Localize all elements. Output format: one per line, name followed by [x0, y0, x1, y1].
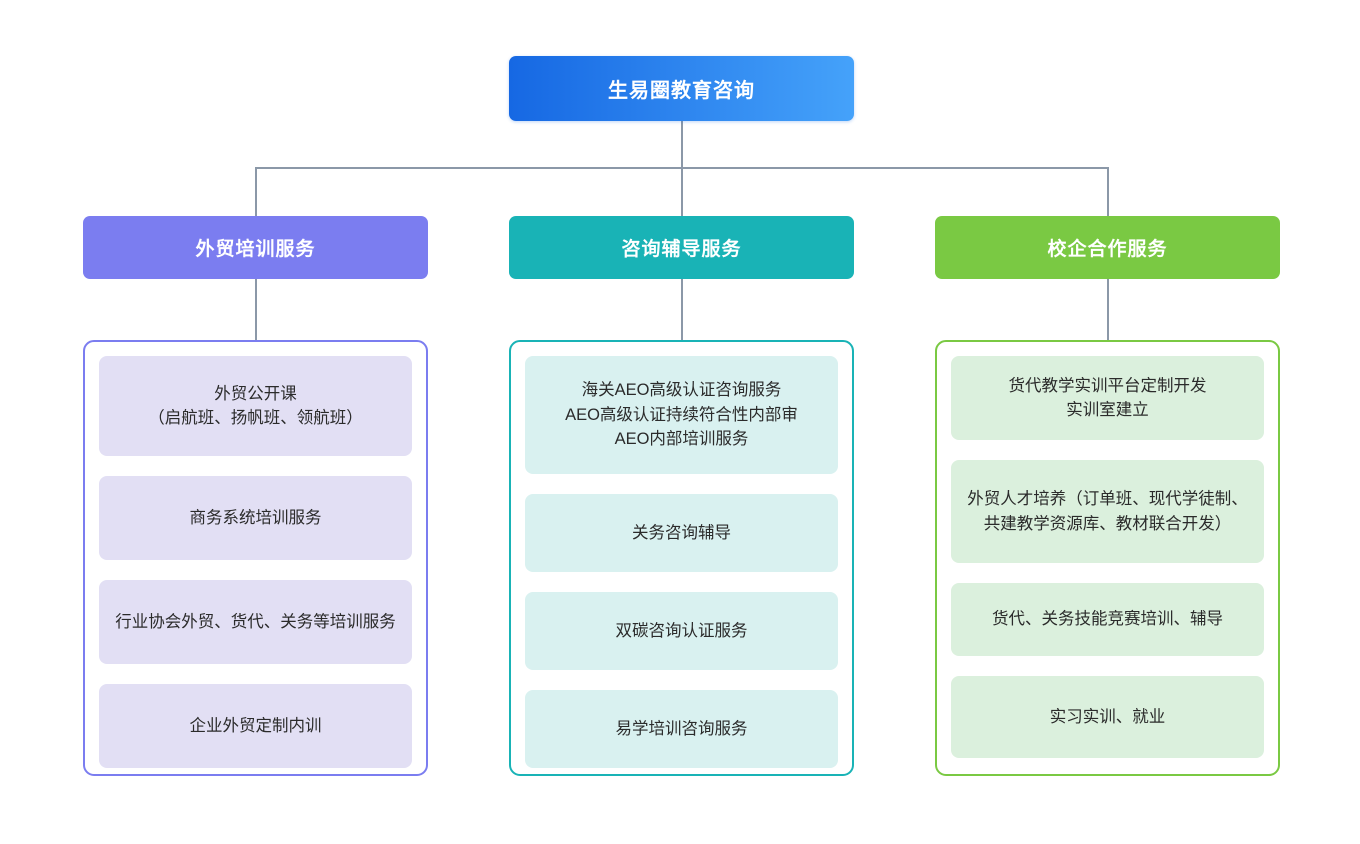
- branch-header-1-label: 外贸培训服务: [195, 239, 316, 260]
- branch-body-3: 货代教学实训平台定制开发 实训室建立 外贸人才培养（订单班、现代学徒制、共建教学…: [935, 340, 1280, 776]
- connector-branch-1-to-body: [255, 279, 257, 341]
- branch-column-2: 咨询辅导服务 海关AEO高级认证咨询服务 AEO高级认证持续符合性内部审 AEO…: [509, 216, 854, 776]
- branch-header-1[interactable]: 外贸培训服务: [83, 216, 428, 279]
- branch-column-3: 校企合作服务 货代教学实训平台定制开发 实训室建立 外贸人才培养（订单班、现代学…: [935, 216, 1280, 776]
- root-node-label: 生易圈教育咨询: [608, 80, 755, 102]
- branch-2-item-0[interactable]: 海关AEO高级认证咨询服务 AEO高级认证持续符合性内部审 AEO内部培训服务: [525, 356, 838, 474]
- branch-2-item-2[interactable]: 双碳咨询认证服务: [525, 592, 838, 670]
- branch-2-item-1[interactable]: 关务咨询辅导: [525, 494, 838, 572]
- branch-header-2-label: 咨询辅导服务: [621, 239, 742, 260]
- branch-body-1: 外贸公开课 （启航班、扬帆班、领航班） 商务系统培训服务 行业协会外贸、货代、关…: [83, 340, 428, 776]
- branch-column-1: 外贸培训服务 外贸公开课 （启航班、扬帆班、领航班） 商务系统培训服务 行业协会…: [83, 216, 428, 776]
- connector-branch-3-to-body: [1107, 279, 1109, 341]
- branch-1-item-0[interactable]: 外贸公开课 （启航班、扬帆班、领航班）: [99, 356, 412, 456]
- branch-1-item-2[interactable]: 行业协会外贸、货代、关务等培训服务: [99, 580, 412, 664]
- branch-header-2[interactable]: 咨询辅导服务: [509, 216, 854, 279]
- connector-drop-branch-3: [1107, 167, 1109, 217]
- connector-drop-branch-2: [681, 167, 683, 217]
- branch-3-item-0[interactable]: 货代教学实训平台定制开发 实训室建立: [951, 356, 1264, 440]
- connector-branch-2-to-body: [681, 279, 683, 341]
- branch-3-item-2[interactable]: 货代、关务技能竞赛培训、辅导: [951, 583, 1264, 656]
- root-node[interactable]: 生易圈教育咨询: [509, 56, 854, 121]
- branch-2-item-3[interactable]: 易学培训咨询服务: [525, 690, 838, 768]
- connector-root-stem: [681, 121, 683, 169]
- branch-header-3-label: 校企合作服务: [1047, 239, 1168, 260]
- connector-horizontal-bus: [256, 167, 1108, 169]
- branch-3-item-3[interactable]: 实习实训、就业: [951, 676, 1264, 758]
- connector-drop-branch-1: [255, 167, 257, 217]
- branch-1-item-1[interactable]: 商务系统培训服务: [99, 476, 412, 560]
- branch-3-item-1[interactable]: 外贸人才培养（订单班、现代学徒制、共建教学资源库、教材联合开发）: [951, 460, 1264, 563]
- branch-1-item-3[interactable]: 企业外贸定制内训: [99, 684, 412, 768]
- branch-body-2: 海关AEO高级认证咨询服务 AEO高级认证持续符合性内部审 AEO内部培训服务 …: [509, 340, 854, 776]
- branch-header-3[interactable]: 校企合作服务: [935, 216, 1280, 279]
